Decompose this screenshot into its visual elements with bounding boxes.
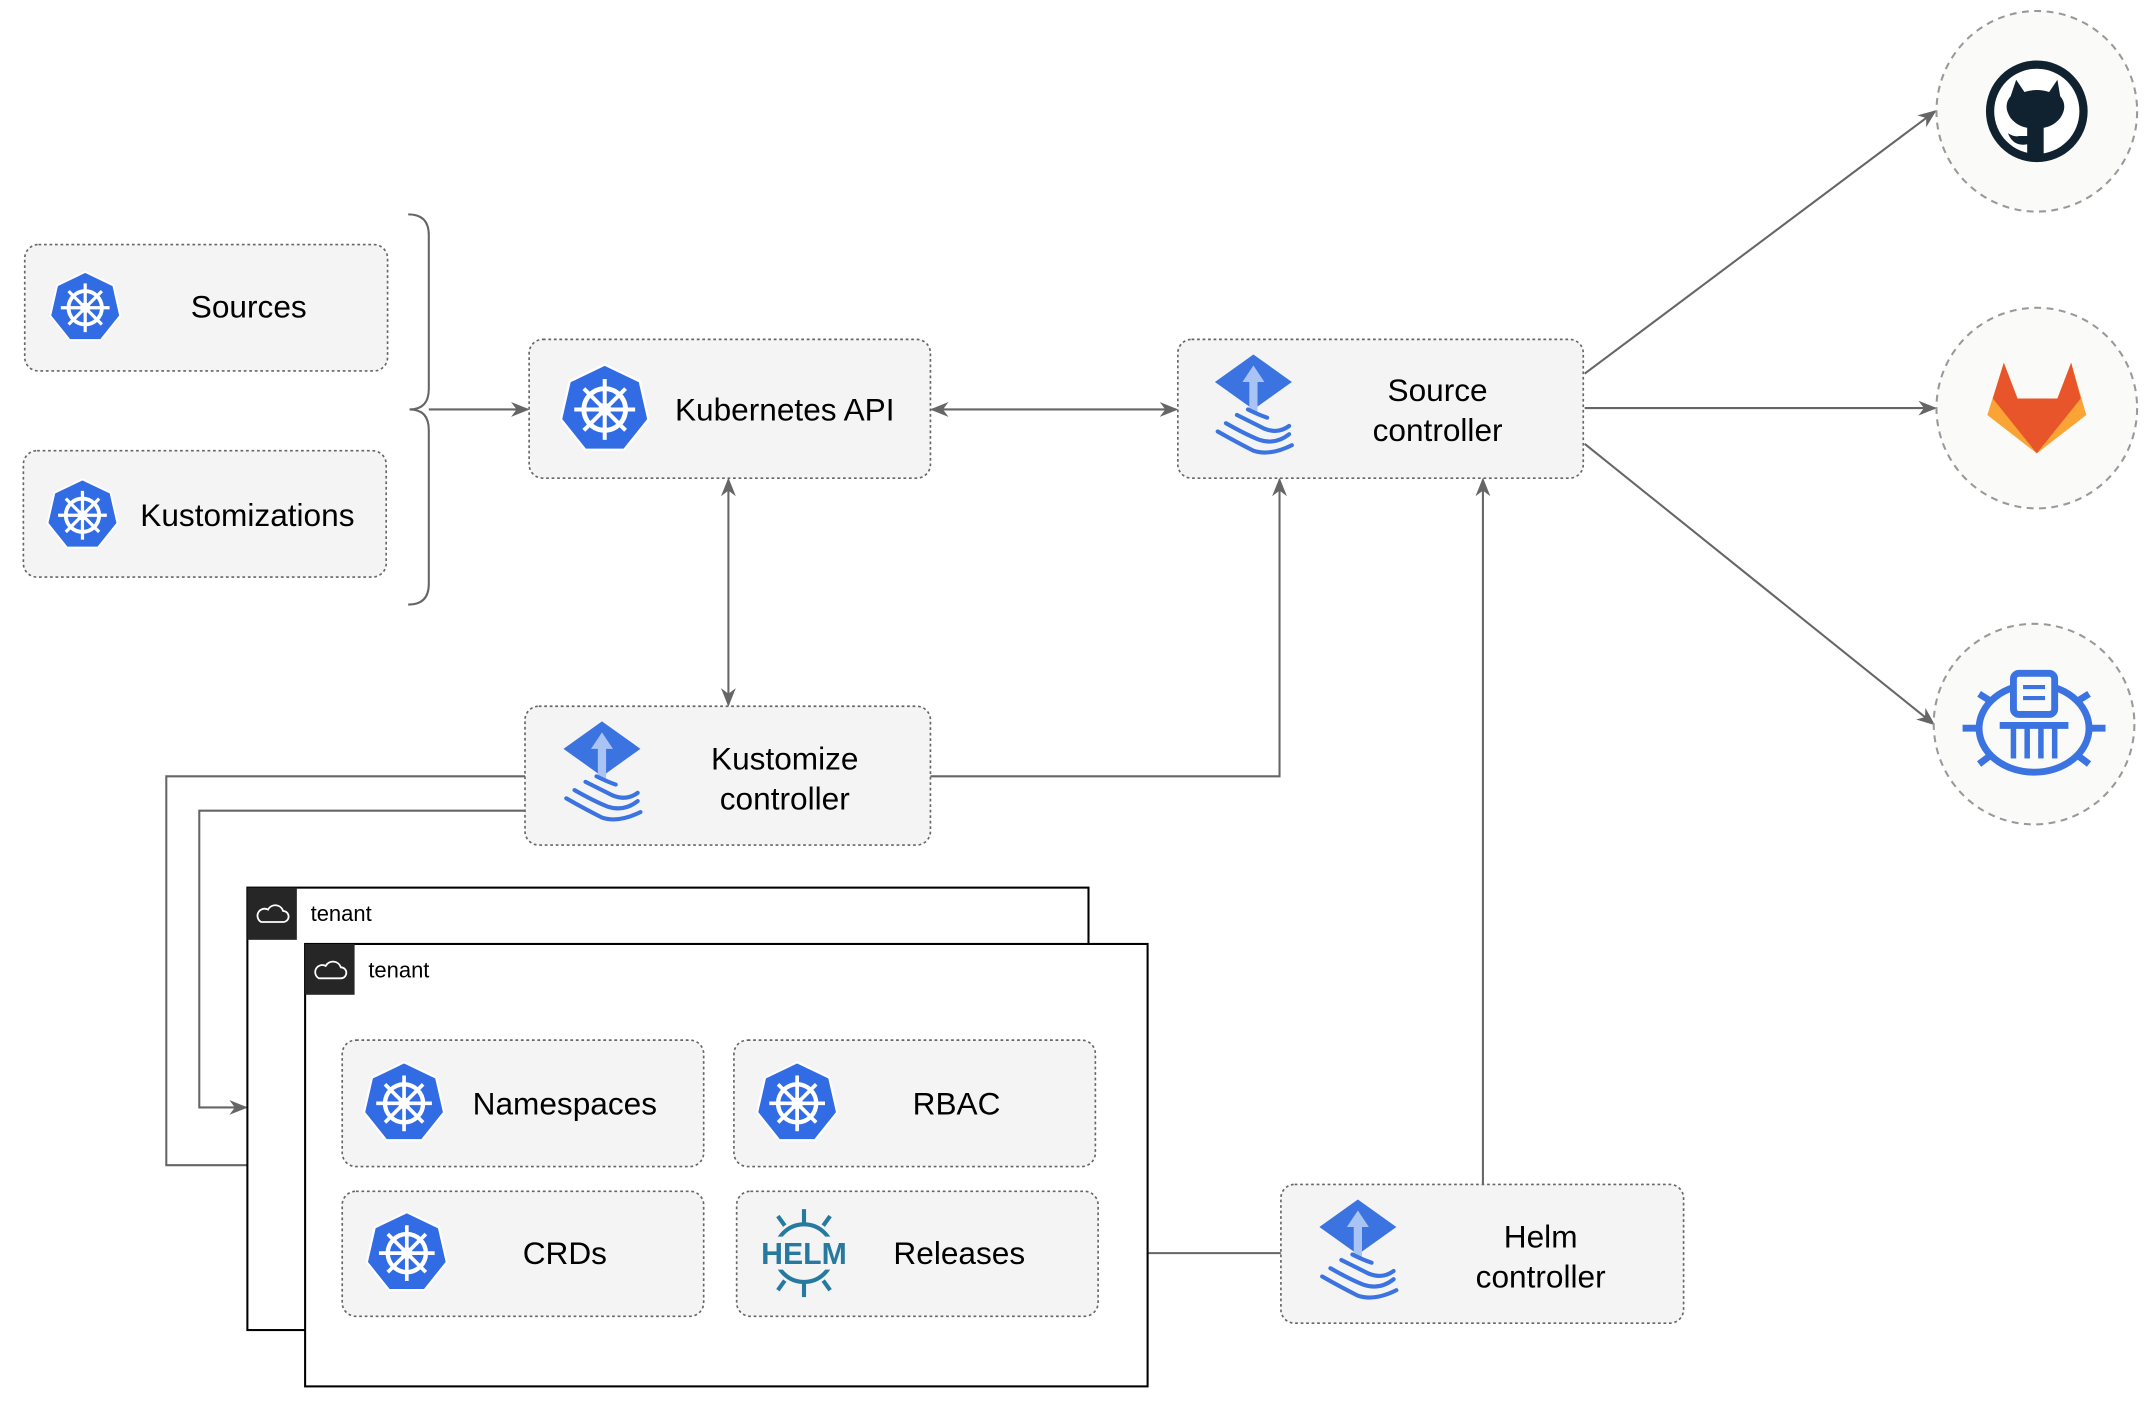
edge-source-bucket bbox=[1583, 443, 1936, 726]
bucket-icon bbox=[1962, 669, 2106, 776]
github-icon bbox=[1985, 60, 2088, 163]
gitlab-node bbox=[1935, 306, 2139, 510]
node-kustomize-controller: Kustomize controller bbox=[524, 705, 932, 846]
rbac-label: RBAC bbox=[913, 1085, 1001, 1121]
edge-kustomize-tenant-back bbox=[198, 809, 526, 1115]
cloud-icon bbox=[256, 904, 290, 923]
edge-kustomize-source bbox=[930, 477, 1287, 778]
crds-label: CRDs bbox=[523, 1235, 607, 1271]
namespaces-label: Namespaces bbox=[473, 1085, 657, 1121]
node-kustomizations: Kustomizations bbox=[22, 449, 388, 578]
node-namespaces: Namespaces bbox=[341, 1039, 705, 1168]
github-node bbox=[1935, 9, 2139, 213]
kustomize-controller-label-1: Kustomize bbox=[711, 740, 859, 776]
node-rbac: RBAC bbox=[733, 1039, 1097, 1168]
node-releases: HELM Releases bbox=[735, 1190, 1099, 1318]
kubernetes-api-label: Kubernetes API bbox=[675, 391, 895, 427]
source-controller-label-1: Source bbox=[1388, 372, 1488, 408]
node-helm-controller: Helm controller bbox=[1280, 1183, 1685, 1325]
edges bbox=[165, 110, 1937, 1261]
tenant-label: tenant bbox=[368, 958, 429, 983]
node-source-controller: Source controller bbox=[1177, 338, 1585, 479]
bucket-node bbox=[1932, 622, 2136, 826]
cloud-icon bbox=[314, 960, 348, 980]
tenant-label: tenant bbox=[311, 901, 372, 926]
gitlab-icon bbox=[1987, 362, 2087, 454]
kustomize-controller-label-2: controller bbox=[720, 780, 850, 816]
helm-controller-label-1: Helm bbox=[1504, 1219, 1578, 1255]
edge-kustomize-tenant-front bbox=[165, 775, 526, 1173]
sources-label: Sources bbox=[191, 288, 307, 324]
helm-icon: HELM bbox=[758, 1209, 850, 1298]
edge-source-github bbox=[1584, 110, 1937, 375]
node-sources: Sources bbox=[23, 243, 389, 372]
node-crds: CRDs bbox=[341, 1190, 705, 1318]
kustomizations-label: Kustomizations bbox=[140, 497, 354, 533]
helm-controller-label-2: controller bbox=[1476, 1258, 1606, 1294]
bracket bbox=[408, 213, 430, 606]
source-controller-label-2: controller bbox=[1373, 412, 1503, 448]
releases-label: Releases bbox=[893, 1235, 1025, 1271]
node-kubernetes-api: Kubernetes API bbox=[528, 338, 932, 479]
tenant-front: tenant Namespaces RBAC CRDs HELM Release… bbox=[304, 942, 1149, 1388]
helm-logo-text: HELM bbox=[761, 1238, 847, 1271]
